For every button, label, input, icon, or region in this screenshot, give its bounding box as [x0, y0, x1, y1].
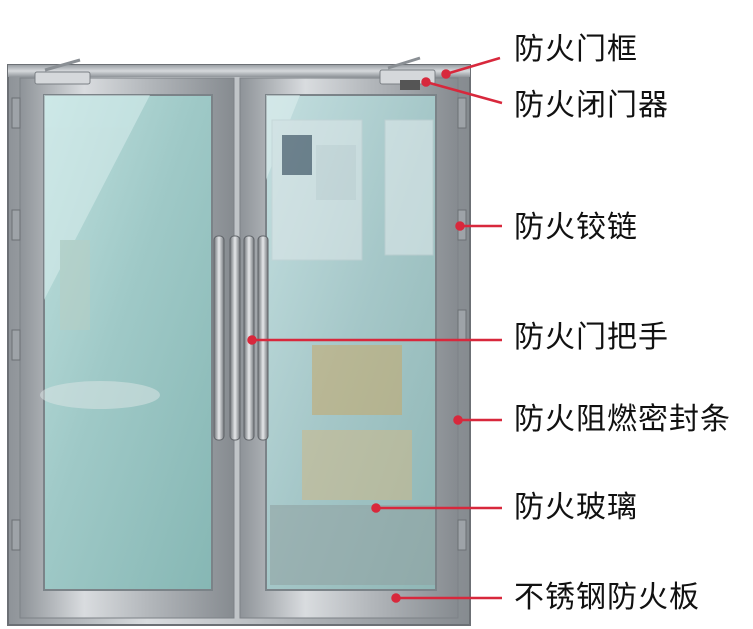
callout-lines — [247, 56, 503, 603]
label-door-frame: 防火门框 — [514, 32, 638, 67]
door-closer — [34, 56, 436, 90]
callout-line-closer — [425, 80, 503, 105]
door-frame-top — [8, 65, 470, 77]
label-steel-panel: 不锈钢防火板 — [514, 580, 700, 615]
glass-reflections — [40, 95, 435, 585]
label-hinge: 防火铰链 — [514, 210, 638, 245]
label-door-closer: 防火闭门器 — [514, 88, 669, 123]
label-seal-strip: 防火阻燃密封条 — [514, 402, 731, 437]
callout-line-frame — [445, 56, 501, 76]
label-door-handle: 防火门把手 — [514, 320, 669, 355]
label-glass: 防火玻璃 — [514, 490, 638, 525]
